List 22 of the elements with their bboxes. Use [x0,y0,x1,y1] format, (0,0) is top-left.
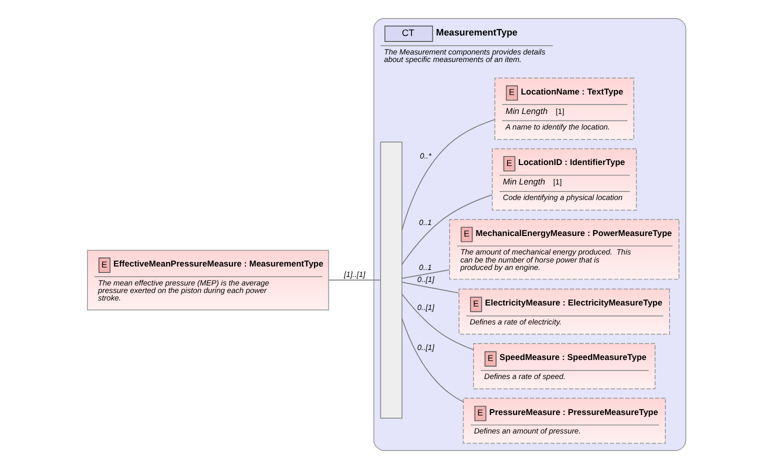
connector [402,282,460,294]
node-box: E EffectiveMeanPressureMeasure : MeasurementType The mean effective pressure (MEP) is the average pressure exerted on the piston during each power stroke. [86,250,330,310]
node-box: E ElectricityMeasure : ElectricityMeasureType Defines a rate of electricity. [458,288,670,335]
node-box: E LocationID : IdentifierType Min Length [1] Code identifying a physical location [492,148,637,211]
edge-label: 0..1 [418,218,432,227]
connector [402,318,464,402]
edge-label: 0..* [420,151,432,160]
edge-label: 0..1 [418,263,432,272]
node-box: E LocationName : TextType Min Length [1] A name to identify the location. [494,78,634,140]
connector [402,119,496,230]
connector [402,294,474,350]
edge-label: 0..[1] [417,303,434,312]
node-bar [380,142,402,419]
edge-label: [1]..[1] [344,270,366,279]
connector [402,194,493,266]
edge-label: 0..[1] [417,343,434,352]
connector [402,269,450,279]
node-box: E PressureMeasure : PressureMeasureType Defines an amount of pressure. [462,398,666,444]
connector [328,280,381,281]
node-box: E MechanicalEnergyMeasure : PowerMeasureType The amount of mechanical energy produced. This can be the number of horse power that is produced by an engine. [449,219,680,280]
node-box: E SpeedMeasure : SpeedMeasureType Defines a rate of speed. [473,343,656,390]
edge-label: 0..[1] [417,274,434,284]
